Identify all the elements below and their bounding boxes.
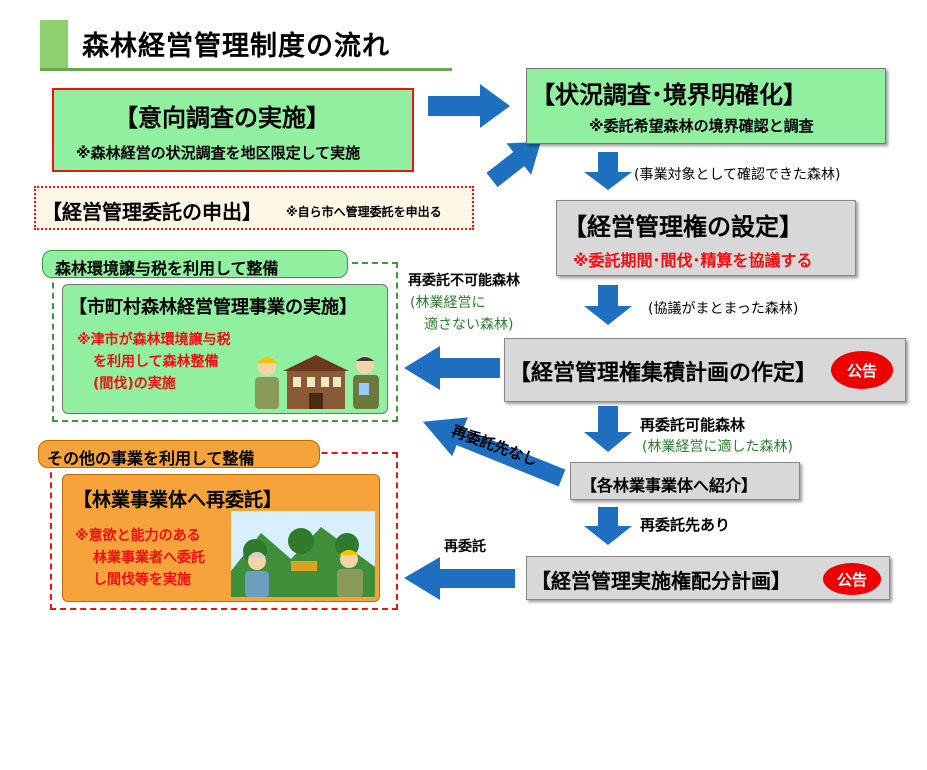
request-note: ※自ら市へ管理委託を申出る xyxy=(286,205,442,219)
arrow-intro-to-tax xyxy=(422,417,566,487)
status-note: ※委託希望森林の境界確認と調査 xyxy=(589,117,814,135)
title-accent-bar xyxy=(40,20,68,68)
plan-heading: 【経営管理権集積計画の作定】 xyxy=(509,361,818,386)
page-title: 森林経営管理制度の流れ xyxy=(82,31,390,62)
plan-badge: 公告 xyxy=(831,351,893,389)
other-group-tab-label: その他の事業を利用して整備 xyxy=(47,449,255,468)
tax-group-heading: 【市町村森林経営管理事業の実施】 xyxy=(69,297,357,318)
request-heading: 【経営管理委託の申出】 xyxy=(42,200,262,224)
tax-group-note-1: ※津市が森林環境譲与税 xyxy=(77,332,231,348)
intro-heading: 【各林業事業体へ紹介】 xyxy=(581,476,758,495)
tax-group-tab: 森林環境譲与税を利用して整備 xyxy=(42,250,348,278)
forestry-workers-illustration xyxy=(231,511,375,597)
arrow-distribution-to-other xyxy=(404,557,515,600)
survey-heading: 【意向調査の実施】 xyxy=(114,104,330,132)
distribution-box: 【経営管理実施権配分計画】 公告 xyxy=(526,556,890,600)
rights-heading: 【経営管理権の設定】 xyxy=(563,213,803,241)
label-confirmed: (事業対象として確認できた森林) xyxy=(634,167,841,183)
arrow-survey-to-status xyxy=(428,84,510,128)
arrow-rights-to-plan xyxy=(584,285,632,325)
status-heading: 【状況調査･境界明確化】 xyxy=(531,81,807,109)
title-underline xyxy=(40,68,452,71)
tax-group-note-3: (間伐)の実施 xyxy=(93,376,176,392)
arrow-plan-to-intro xyxy=(584,406,632,452)
forest-office-illustration xyxy=(255,355,379,409)
survey-note: ※森林経営の状況調査を地区限定して実施 xyxy=(76,144,361,162)
label-has-contractor: 再委託先あり xyxy=(640,516,731,534)
arrow-status-to-rights xyxy=(584,152,632,190)
label-agreed: (協議がまとまった森林) xyxy=(648,301,799,317)
rights-note: ※委託期間･間伐･精算を協議する xyxy=(573,251,813,270)
survey-box: 【意向調査の実施】 ※森林経営の状況調査を地区限定して実施 xyxy=(52,88,414,172)
other-group-heading: 【林業事業体へ再委託】 xyxy=(73,489,283,511)
plan-box: 【経営管理権集積計画の作定】 公告 xyxy=(504,338,906,402)
other-group-card: 【林業事業体へ再委託】 ※意欲と能力のある 林業事業者へ委託 し間伐等を実施 xyxy=(62,474,380,602)
intro-box: 【各林業事業体へ紹介】 xyxy=(570,462,800,500)
other-group-note-3: し間伐等を実施 xyxy=(93,572,191,588)
tax-group-card: 【市町村森林経営管理事業の実施】 ※津市が森林環境譲与税 を利用して森林整備 (… xyxy=(62,284,388,414)
other-group-note-2: 林業事業者へ委託 xyxy=(93,550,205,566)
label-possible: 再委託可能森林 xyxy=(640,416,746,434)
label-not-suitable-2: 適さない森林) xyxy=(424,317,514,333)
distribution-heading: 【経営管理実施権配分計画】 xyxy=(531,569,791,593)
other-group-note-1: ※意欲と能力のある xyxy=(75,528,201,544)
arrow-plan-to-tax xyxy=(404,346,500,390)
distribution-badge: 公告 xyxy=(823,563,881,595)
tax-group-tab-label: 森林環境譲与税を利用して整備 xyxy=(55,259,279,278)
label-not-possible: 再委託不可能森林 xyxy=(408,273,520,289)
request-box: 【経営管理委託の申出】 ※自ら市へ管理委託を申出る xyxy=(34,186,474,230)
label-not-suitable-1: (林業経営に xyxy=(410,295,486,311)
tax-group-note-2: を利用して森林整備 xyxy=(93,354,219,370)
other-group-tab: その他の事業を利用して整備 xyxy=(38,440,320,468)
status-box: 【状況調査･境界明確化】 ※委託希望森林の境界確認と調査 xyxy=(526,68,886,144)
label-suitable: (林業経営に適した森林) xyxy=(642,439,793,455)
arrow-intro-to-distribution xyxy=(584,507,632,545)
label-recommission: 再委託 xyxy=(444,539,486,555)
rights-box: 【経営管理権の設定】 ※委託期間･間伐･精算を協議する xyxy=(556,200,856,276)
arrow-request-to-status xyxy=(486,141,541,188)
